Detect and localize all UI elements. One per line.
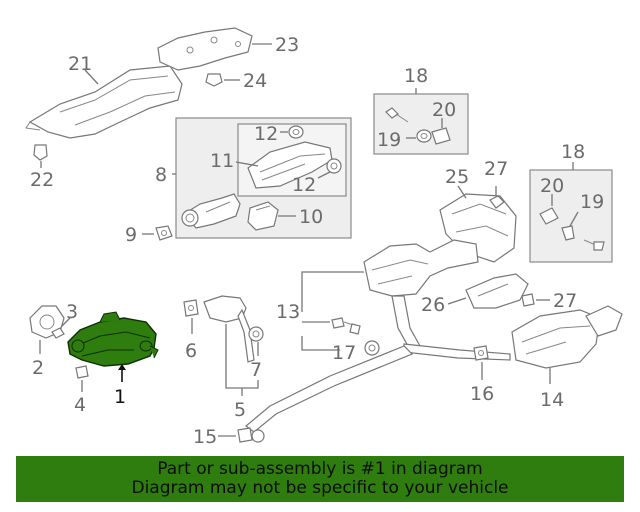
callout-25[interactable]: 25 [445,166,469,188]
gasket-15[interactable] [237,427,265,443]
callout-4[interactable]: 4 [74,394,86,416]
callout-20-lower[interactable]: 20 [540,175,564,197]
front-pipe-5[interactable] [203,295,255,363]
callout-16[interactable]: 16 [470,383,494,405]
rear-muffler-14[interactable] [511,305,623,369]
gasket-9[interactable] [155,225,173,241]
callout-15[interactable]: 15 [193,426,217,448]
callout-8[interactable]: 8 [155,164,167,186]
hanger-17[interactable] [331,317,380,356]
gasket-7[interactable] [248,326,264,342]
callout-9[interactable]: 9 [125,224,137,246]
callout-20-upper[interactable]: 20 [432,99,456,121]
callout-3[interactable]: 3 [66,301,78,323]
banner-line-2: Diagram may not be specific to your vehi… [131,478,509,498]
callout-12-upper[interactable]: 12 [254,123,278,145]
callout-17[interactable]: 17 [332,342,356,364]
callout-27-lower[interactable]: 27 [553,290,577,312]
callout-7[interactable]: 7 [250,359,262,381]
callout-12-lower[interactable]: 12 [292,174,316,196]
callout-22[interactable]: 22 [30,169,54,191]
nut-27-upper[interactable] [489,195,505,209]
bushing-19-upper[interactable] [416,129,432,143]
callout-13[interactable]: 13 [276,301,300,323]
callout-2[interactable]: 2 [32,357,44,379]
callout-6[interactable]: 6 [185,340,197,362]
heat-shield-23[interactable] [157,27,253,71]
bushing-19-lower[interactable] [561,225,605,251]
gasket-16[interactable] [473,345,489,361]
nut-4[interactable] [75,365,89,379]
callout-24[interactable]: 24 [243,70,267,92]
nut-27-lower[interactable] [521,293,535,307]
heat-shield-26[interactable] [465,273,529,309]
callout-26[interactable]: 26 [421,294,445,316]
callout-23[interactable]: 23 [275,34,299,56]
stud-3[interactable] [51,327,65,339]
heat-shield-10[interactable] [247,201,279,231]
callout-14[interactable]: 14 [540,389,564,411]
gasket-6[interactable] [183,299,199,317]
nut-24[interactable] [205,73,223,87]
hanger-group-box-upper [373,93,469,155]
heat-shield-21[interactable] [25,65,183,139]
exhaust-manifold-1-highlighted[interactable] [67,311,159,367]
callout-11[interactable]: 11 [210,150,234,172]
gasket-12-lower[interactable] [326,158,342,174]
bracket-20-upper[interactable] [431,127,451,145]
bolt-upper[interactable] [385,107,409,123]
callout-10[interactable]: 10 [299,206,323,228]
callout-21[interactable]: 21 [68,53,92,75]
callout-5[interactable]: 5 [234,399,246,421]
parts-diagram: 21 23 24 22 8 11 12 12 [25,27,623,448]
callout-1[interactable]: 1 [114,386,126,408]
callout-18-lower[interactable]: 18 [561,141,585,163]
callout-19-lower[interactable]: 19 [580,191,604,213]
callout-27-upper[interactable]: 27 [484,158,508,180]
nut-22[interactable] [33,144,48,161]
info-banner: Part or sub-assembly is #1 in diagram Di… [16,456,624,502]
callout-19-upper[interactable]: 19 [377,129,401,151]
gasket-12-upper[interactable] [288,125,304,139]
callout-18-upper[interactable]: 18 [404,65,428,87]
front-pipe-catalyst[interactable] [181,193,241,229]
banner-line-1: Part or sub-assembly is #1 in diagram [157,459,483,479]
bracket-20-lower[interactable] [539,207,559,225]
